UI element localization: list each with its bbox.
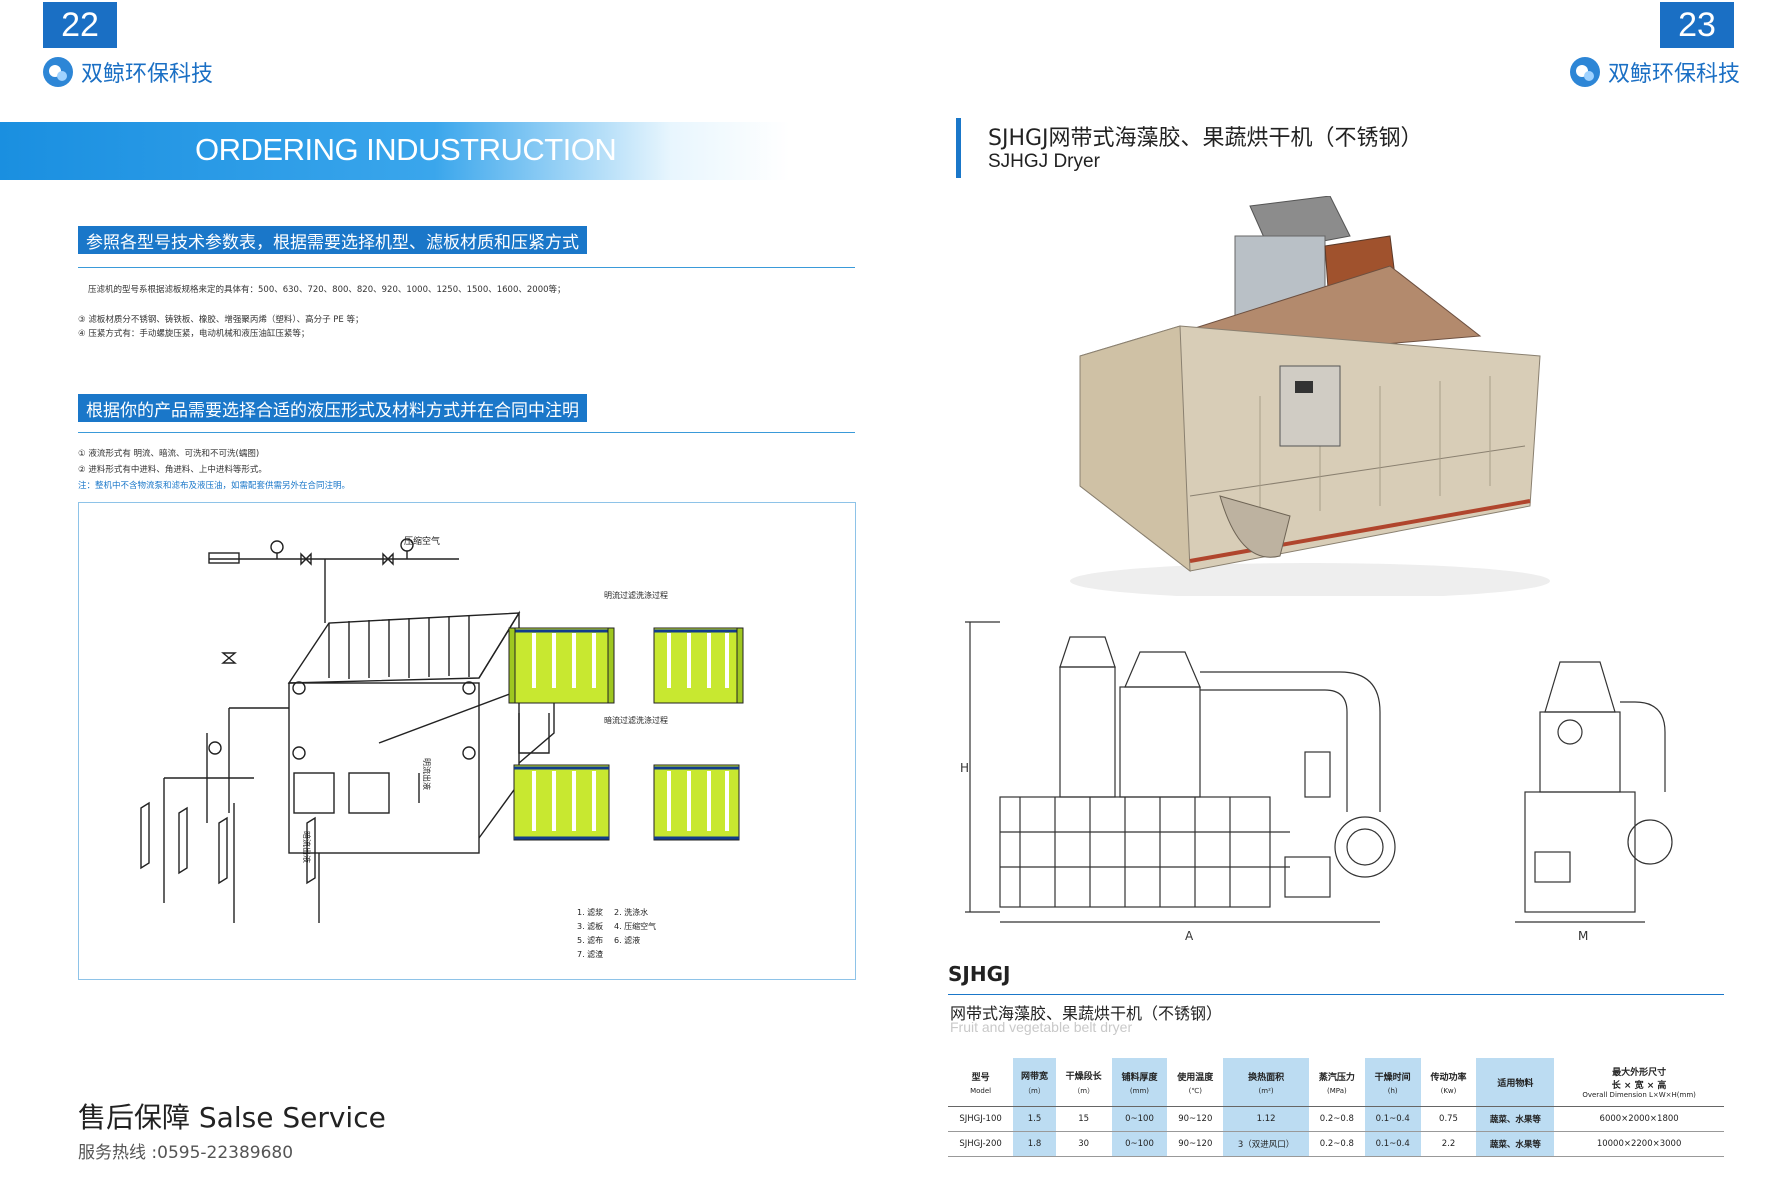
dark-wash-label: 暗流过滤洗涤过程 [604,715,668,725]
wash-panel-2 [653,627,744,704]
product-title: SJHGJ网带式海藻胶、果蔬烘干机（不锈钢） [988,126,1423,151]
header-cell: 干燥段长（m） [1055,1058,1112,1107]
banner-title: ORDERING INDUSTRUCTION [195,132,617,167]
section1-divider [78,267,855,268]
width-label: M [1578,929,1588,943]
whale-logo-icon [1570,57,1600,87]
brand-right: 双鲸环保科技 [1570,56,1740,88]
legend-4: 4. 压缩空气 [614,921,656,931]
legend-2: 2. 洗涤水 [614,907,648,917]
header-cell: 铺料厚度(mm) [1111,1058,1168,1107]
model-divider [948,994,1724,995]
table-row: SJHGJ-100 1.5 15 0~100 90~120 1.12 0.2~0… [948,1106,1724,1132]
section1-line-1: 压滤机的型号系根据滤板规格来定的具体有：500、630、720、800、820、… [88,285,566,295]
legend-1: 1. 滤浆 [577,907,603,917]
wash-panel-3 [513,764,610,841]
title-accent-bar [956,118,961,178]
brand-left: 双鲸环保科技 [43,56,213,88]
length-label: A [1185,929,1194,943]
section2-heading: 根据你的产品需要选择合适的液压形式及材料方式并在合同中注明 [78,394,587,422]
wash-panel-1 [508,627,615,704]
section1-line-2: ③ 滤板材质分不锈钢、铸铁板、橡胶、增强聚丙烯（塑料）、高分子 PE 等； [78,315,364,325]
header-cell: 传动功率(Kw) [1420,1058,1477,1107]
section2-note: 注：整机中不含物流泵和滤布及液压油，如需配套供需另外在合同注明。 [78,481,351,491]
legend-3: 3. 滤板 [577,921,603,931]
section2-line-2: ② 进料形式有中进料、角进料、上中进料等形式。 [78,465,267,475]
valve-icon [300,552,312,566]
legend-7: 7. 滤渣 [577,949,603,959]
height-label: H [960,761,969,775]
section2-line-1: ① 液流形式有 明流、暗流、可洗和不可洗(蠕图) [78,449,260,459]
pressure-gauge-icon [270,540,284,554]
legend-6: 6. 滤液 [614,935,640,945]
filter-press-drawing: 压缩空气 明流出液 暗流出液 明流过滤洗涤过程 暗流过滤洗涤过程 [140,535,744,959]
header-cell: 使用温度(℃) [1167,1058,1224,1107]
header-cell: 适用物料 [1476,1058,1555,1107]
dark-flow-out-label: 暗流出液 [302,831,312,863]
filter-press-diagram: 压缩空气 明流出液 暗流出液 明流过滤洗涤过程 暗流过滤洗涤过程 [78,502,856,980]
open-wash-label: 明流过滤洗涤过程 [604,590,668,600]
section1-heading: 参照各型号技术参数表，根据需要选择机型、滤板材质和压紧方式 [78,226,587,254]
whale-logo-icon [43,57,73,87]
product-subtitle: SJHGJ Dryer [988,151,1100,172]
open-flow-out-label: 明流出液 [422,758,432,790]
air-label: 压缩空气 [404,535,440,547]
header-cell: 换热面积(m²) [1223,1058,1309,1107]
service-title: 售后保障 Salse Service [78,1101,386,1134]
header-cell: 蒸汽压力(MPa) [1308,1058,1365,1107]
table-row: SJHGJ-200 1.8 30 0~100 90~120 3（双进风口） 0.… [948,1131,1724,1157]
page-number-left: 22 [43,2,117,48]
wash-panel-4 [653,764,740,841]
brand-name: 双鲸环保科技 [1608,62,1741,87]
header-cell: 网带宽（m） [1013,1058,1056,1107]
dryer-technical-drawing: H A M [960,621,1673,943]
ordering-banner [0,122,790,180]
service-hotline: 服务热线 :0595-22389680 [78,1143,294,1163]
header-cell: 干燥时间(h) [1364,1058,1421,1107]
dryer-photo [1070,196,1550,596]
model-label: SJHGJ [948,962,1011,986]
legend-5: 5. 滤布 [577,935,603,945]
table-title-en: Fruit and vegetable belt dryer [950,1019,1133,1035]
section2-divider [78,432,855,433]
brand-name: 双鲸环保科技 [81,62,214,87]
page-number-right: 23 [1660,2,1734,48]
section1-line-3: ④ 压紧方式有：手动螺旋压紧，电动机械和液压油缸压紧等； [78,329,310,339]
table-title-cn: 网带式海藻胶、果蔬烘干机（不锈钢） [950,1004,1223,1023]
